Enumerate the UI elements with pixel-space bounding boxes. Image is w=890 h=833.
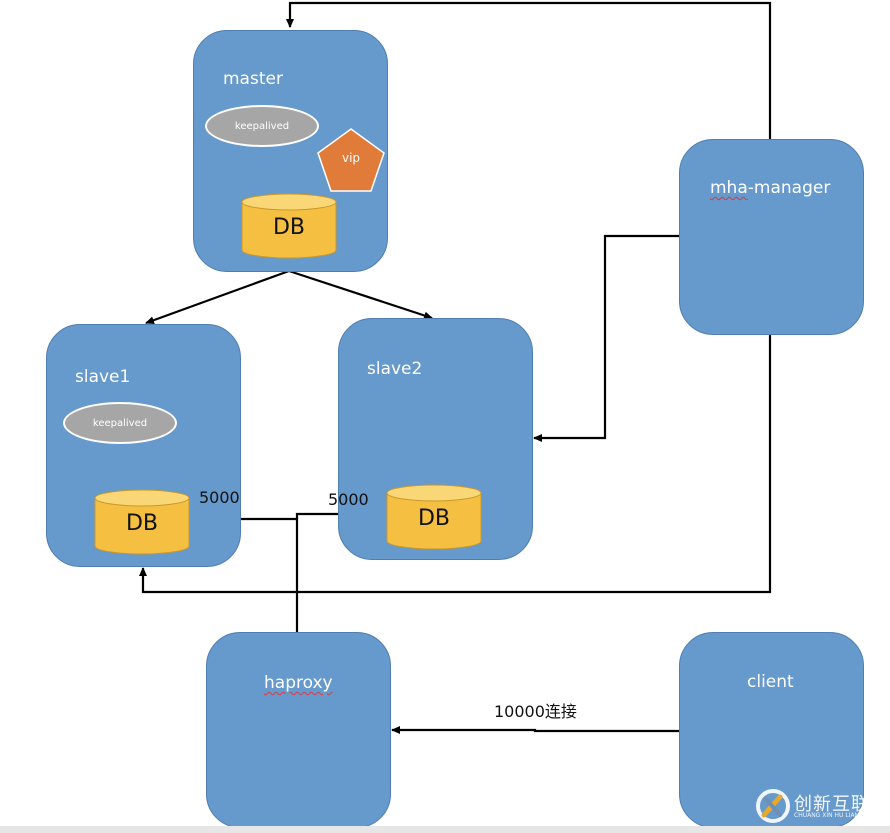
master-db-label: DB: [272, 215, 306, 240]
vip-pentagon: vip: [316, 127, 386, 193]
mha-manager-label: mha-manager: [710, 178, 830, 198]
edge-master-slave1: [145, 269, 290, 325]
master-node[interactable]: master keepalived vip DB: [193, 30, 388, 272]
slave1-node[interactable]: slave1 keepalived DB: [46, 324, 241, 567]
edge-mha-slave2: [533, 234, 680, 442]
master-label: master: [223, 69, 283, 89]
edge-mha-slave1: [139, 334, 772, 594]
edge-client-haproxy: [391, 726, 680, 734]
vip-label: vip: [341, 151, 361, 165]
watermark: 创新互联 CHUANG XIN HU LIAN: [752, 787, 890, 827]
haproxy-node[interactable]: haproxy: [206, 632, 391, 828]
slave2-db-label: DB: [417, 506, 451, 531]
client-label: client: [747, 672, 794, 692]
edge-master-slave2: [288, 269, 433, 320]
spellcheck-underline: mha: [710, 178, 748, 198]
slave2-db: DB: [386, 484, 482, 550]
master-db: DB: [241, 193, 337, 259]
database-cylinder-icon: [241, 193, 337, 259]
client-conn-label: 10000连接: [494, 702, 577, 721]
slave2-conn-label: 5000: [328, 490, 369, 509]
slave1-db: DB: [94, 489, 190, 555]
bottom-scrollbar-track: [0, 826, 890, 833]
database-cylinder-icon: [386, 484, 482, 550]
watermark-subtext: CHUANG XIN HU LIAN: [794, 812, 860, 819]
client-node[interactable]: client: [679, 632, 864, 828]
pentagon-icon: [317, 128, 385, 192]
brand-logo-icon: [756, 789, 790, 823]
slave2-label: slave2: [367, 359, 423, 379]
haproxy-label: haproxy: [264, 673, 333, 693]
watermark-text: 创新互联: [794, 794, 870, 815]
slave2-node[interactable]: slave2 DB: [338, 318, 533, 560]
edge-mha-master: [286, 1, 772, 140]
slave1-db-label: DB: [125, 511, 159, 536]
database-cylinder-icon: [94, 489, 190, 555]
slave1-keepalived: keepalived: [63, 402, 177, 444]
slave1-conn-label: 5000: [199, 488, 240, 507]
master-keepalived: keepalived: [205, 105, 319, 147]
slave1-label: slave1: [75, 367, 131, 387]
mha-manager-node[interactable]: mha-manager: [679, 139, 864, 335]
label-rest: -manager: [747, 178, 831, 198]
